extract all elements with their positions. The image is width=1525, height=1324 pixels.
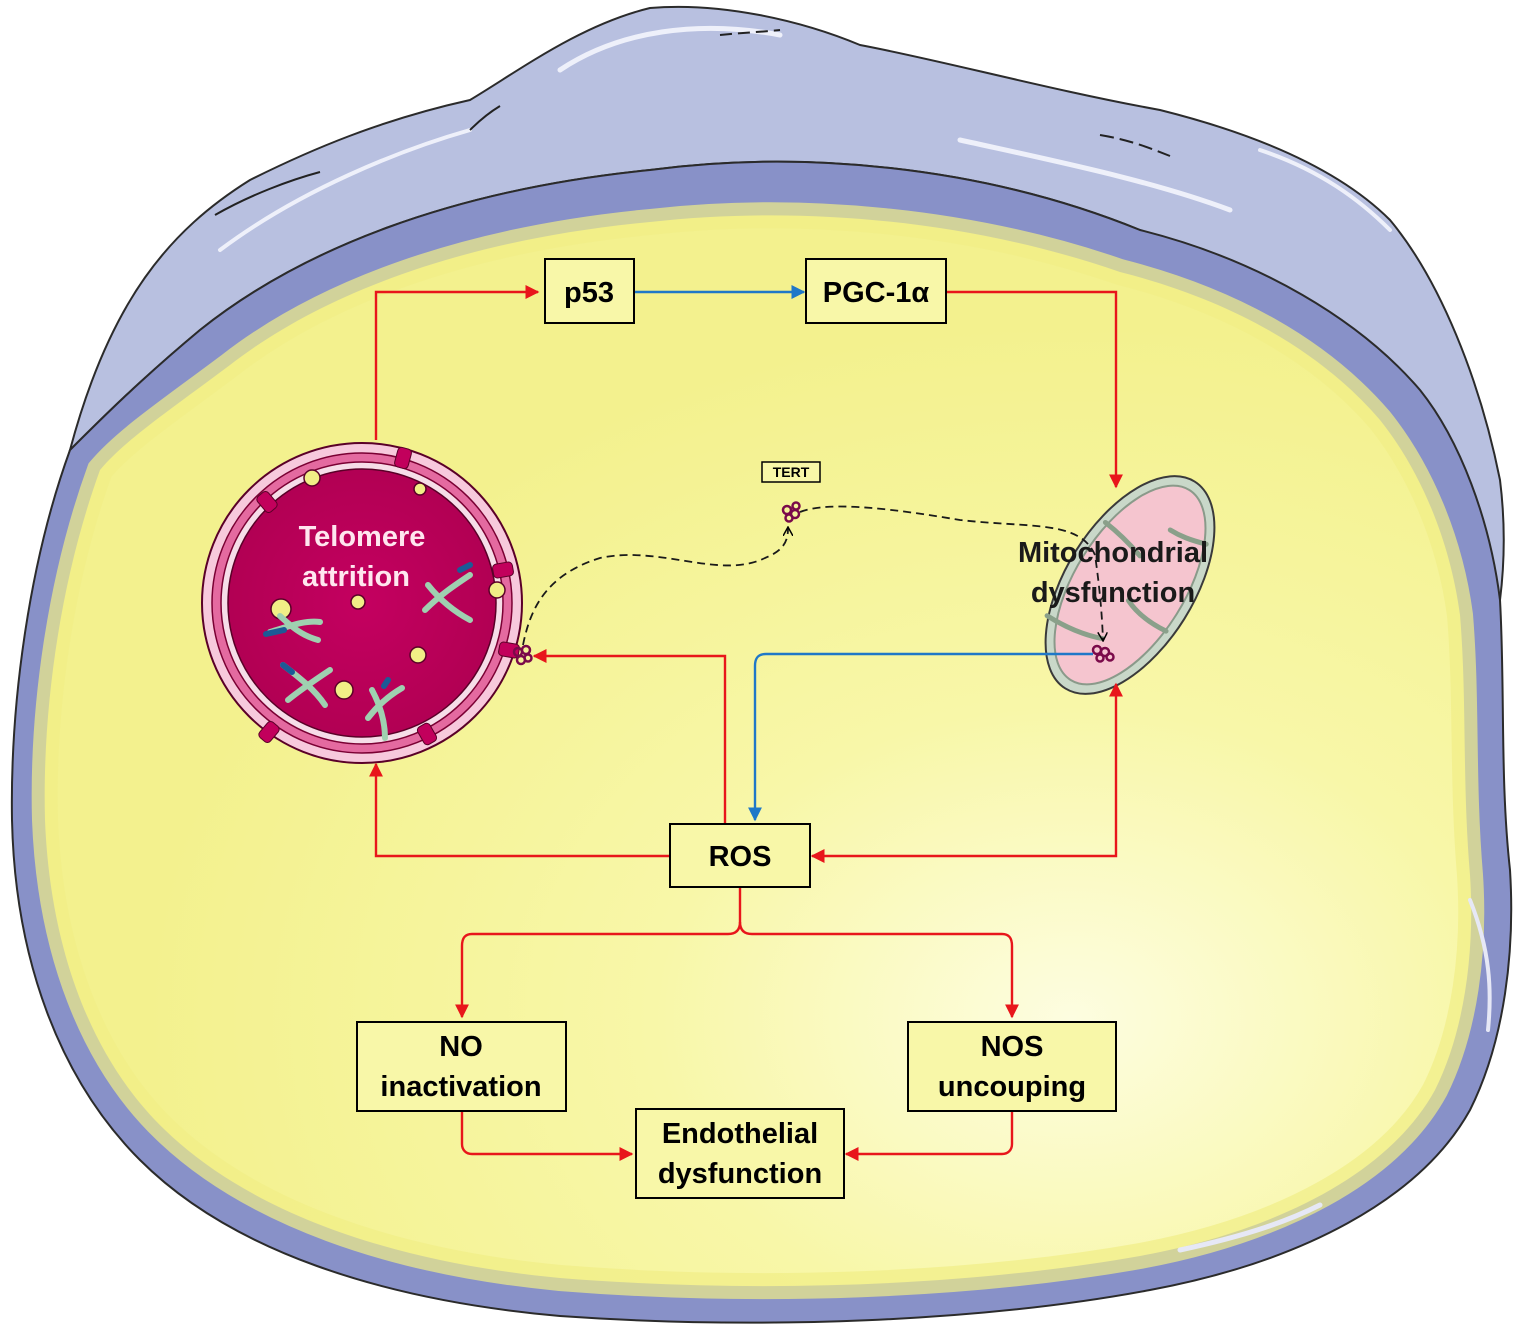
arrow-tert-to-ros [748,652,1093,822]
arrow-no-to-endothelial [460,1112,634,1161]
cell-top-crease [1099,134,1171,157]
telomere-attrition-label: Telomere [299,521,426,553]
membrane-highlight [1468,898,1492,1032]
cell-top-crease [214,171,321,216]
arrow-ros-to-nuclear-tert [532,649,727,824]
cell-top-highlight [218,128,472,252]
node-ros: ROS [669,823,811,888]
chromosome-icon [422,562,473,623]
arrow-pgc1a-to-mito [946,290,1123,489]
cell-top-crease [719,29,781,36]
arrow-telomere-to-p53 [374,285,540,440]
chromosome-icon [365,677,405,741]
tert-path: TERT [512,461,1115,666]
nuclear-bodies [270,469,506,700]
pgc1a-label: PGC-1α [823,277,930,309]
arrows [369,285,1123,1161]
arrow-ros-branch [738,921,1019,1019]
nos-uncoupling-label: NOS [981,1031,1044,1063]
arrow-ros-to-telomere [369,762,670,858]
node-p53: p53 [544,258,635,324]
nucleus-icon: Telomere attrition [201,442,523,764]
node-pgc1a: PGC-1α [805,258,947,324]
tert-protein-icon [781,501,801,523]
endothelial-dysfunction-label: dysfunction [658,1158,822,1190]
arrow-ros-mito-loop [810,682,1123,863]
mitochondrial-dysfunction-label: Mitochondrial [1018,537,1208,569]
tert-protein-icon [512,644,533,666]
endothelial-dysfunction-label: Endothelial [662,1118,818,1150]
tert-label: TERT [773,464,810,480]
nos-uncoupling-label: uncouping [938,1071,1086,1103]
arrow-ros-branch [455,888,742,1019]
cell-top-highlight [1258,148,1392,232]
cytoplasm-rim [31,202,1485,1300]
no-inactivation-label: inactivation [380,1071,541,1103]
nuclear-pores [256,446,520,746]
arrow-nos-to-endothelial [844,1112,1014,1161]
mitochondrial-dysfunction-label: dysfunction [1031,577,1195,609]
node-no-inactivation: NO inactivation [356,1021,567,1112]
tert-protein-icon [1091,644,1115,663]
tert-dashed-path [522,528,788,646]
cell-top-highlight [957,137,1233,213]
chromosome-icon [263,613,323,643]
tert-box [761,461,821,483]
tert-dashed-path [799,505,1103,640]
chromosome-icon [280,662,333,708]
node-endothelial-dysfunction: Endothelial dysfunction [635,1108,845,1199]
telomere-attrition-label: attrition [302,561,410,593]
cell-top-crease [469,105,501,131]
no-inactivation-label: NO [439,1031,483,1063]
cell-top-highlight [557,25,783,73]
p53-label: p53 [564,277,614,309]
ros-label: ROS [709,841,772,873]
membrane-highlight [1177,1202,1323,1253]
node-nos-uncoupling: NOS uncouping [907,1021,1117,1112]
